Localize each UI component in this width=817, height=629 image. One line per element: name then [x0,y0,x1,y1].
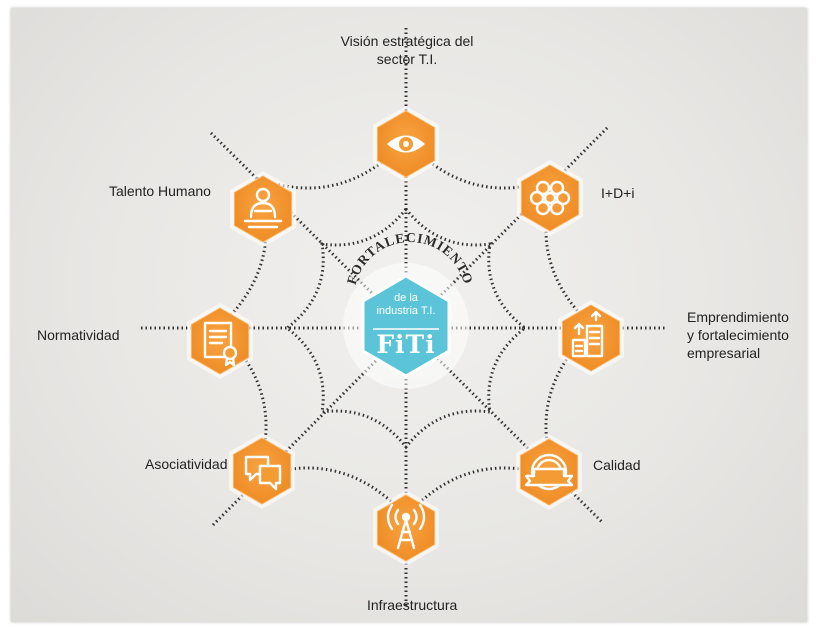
label-calidad: Calidad [593,457,641,473]
web-diagram: FORTALECIMIENTO [141,28,666,608]
label-talento: Talento Humano [109,183,211,199]
slide: FORTALECIMIENTO de la industria T.I. FiT… [11,8,807,622]
node-talento [230,171,296,247]
molecule-icon [529,180,571,216]
label-normatividad: Normatividad [37,327,120,343]
label-infraestructura: Infraestructura [367,597,458,613]
label-emprendimiento: Emprendimiento y fortalecimiento empresa… [687,309,789,361]
certificate-icon [203,321,238,367]
chat-icon [244,455,282,491]
node-normatividad [187,303,253,379]
antenna-icon [386,503,426,550]
person-icon [243,187,283,229]
node-emprendimiento [558,300,624,376]
node-idi [517,160,583,236]
fiti-logo: FiTi [376,330,436,359]
growth-icon [571,310,604,358]
node-calidad [516,434,582,510]
label-asociatividad: Asociatividad [145,456,228,472]
seal-icon [524,453,574,491]
center-subtitle-2: industria T.I. [376,305,436,317]
label-idi: I+D+i [601,185,635,201]
center-subtitle-1: de la [394,292,418,304]
node-infraestructura [373,490,439,566]
label-vision: Visión estratégica del sector T.I. [340,33,474,67]
node-vision [373,106,439,182]
node-asociatividad [229,433,295,509]
eye-icon [387,135,425,153]
